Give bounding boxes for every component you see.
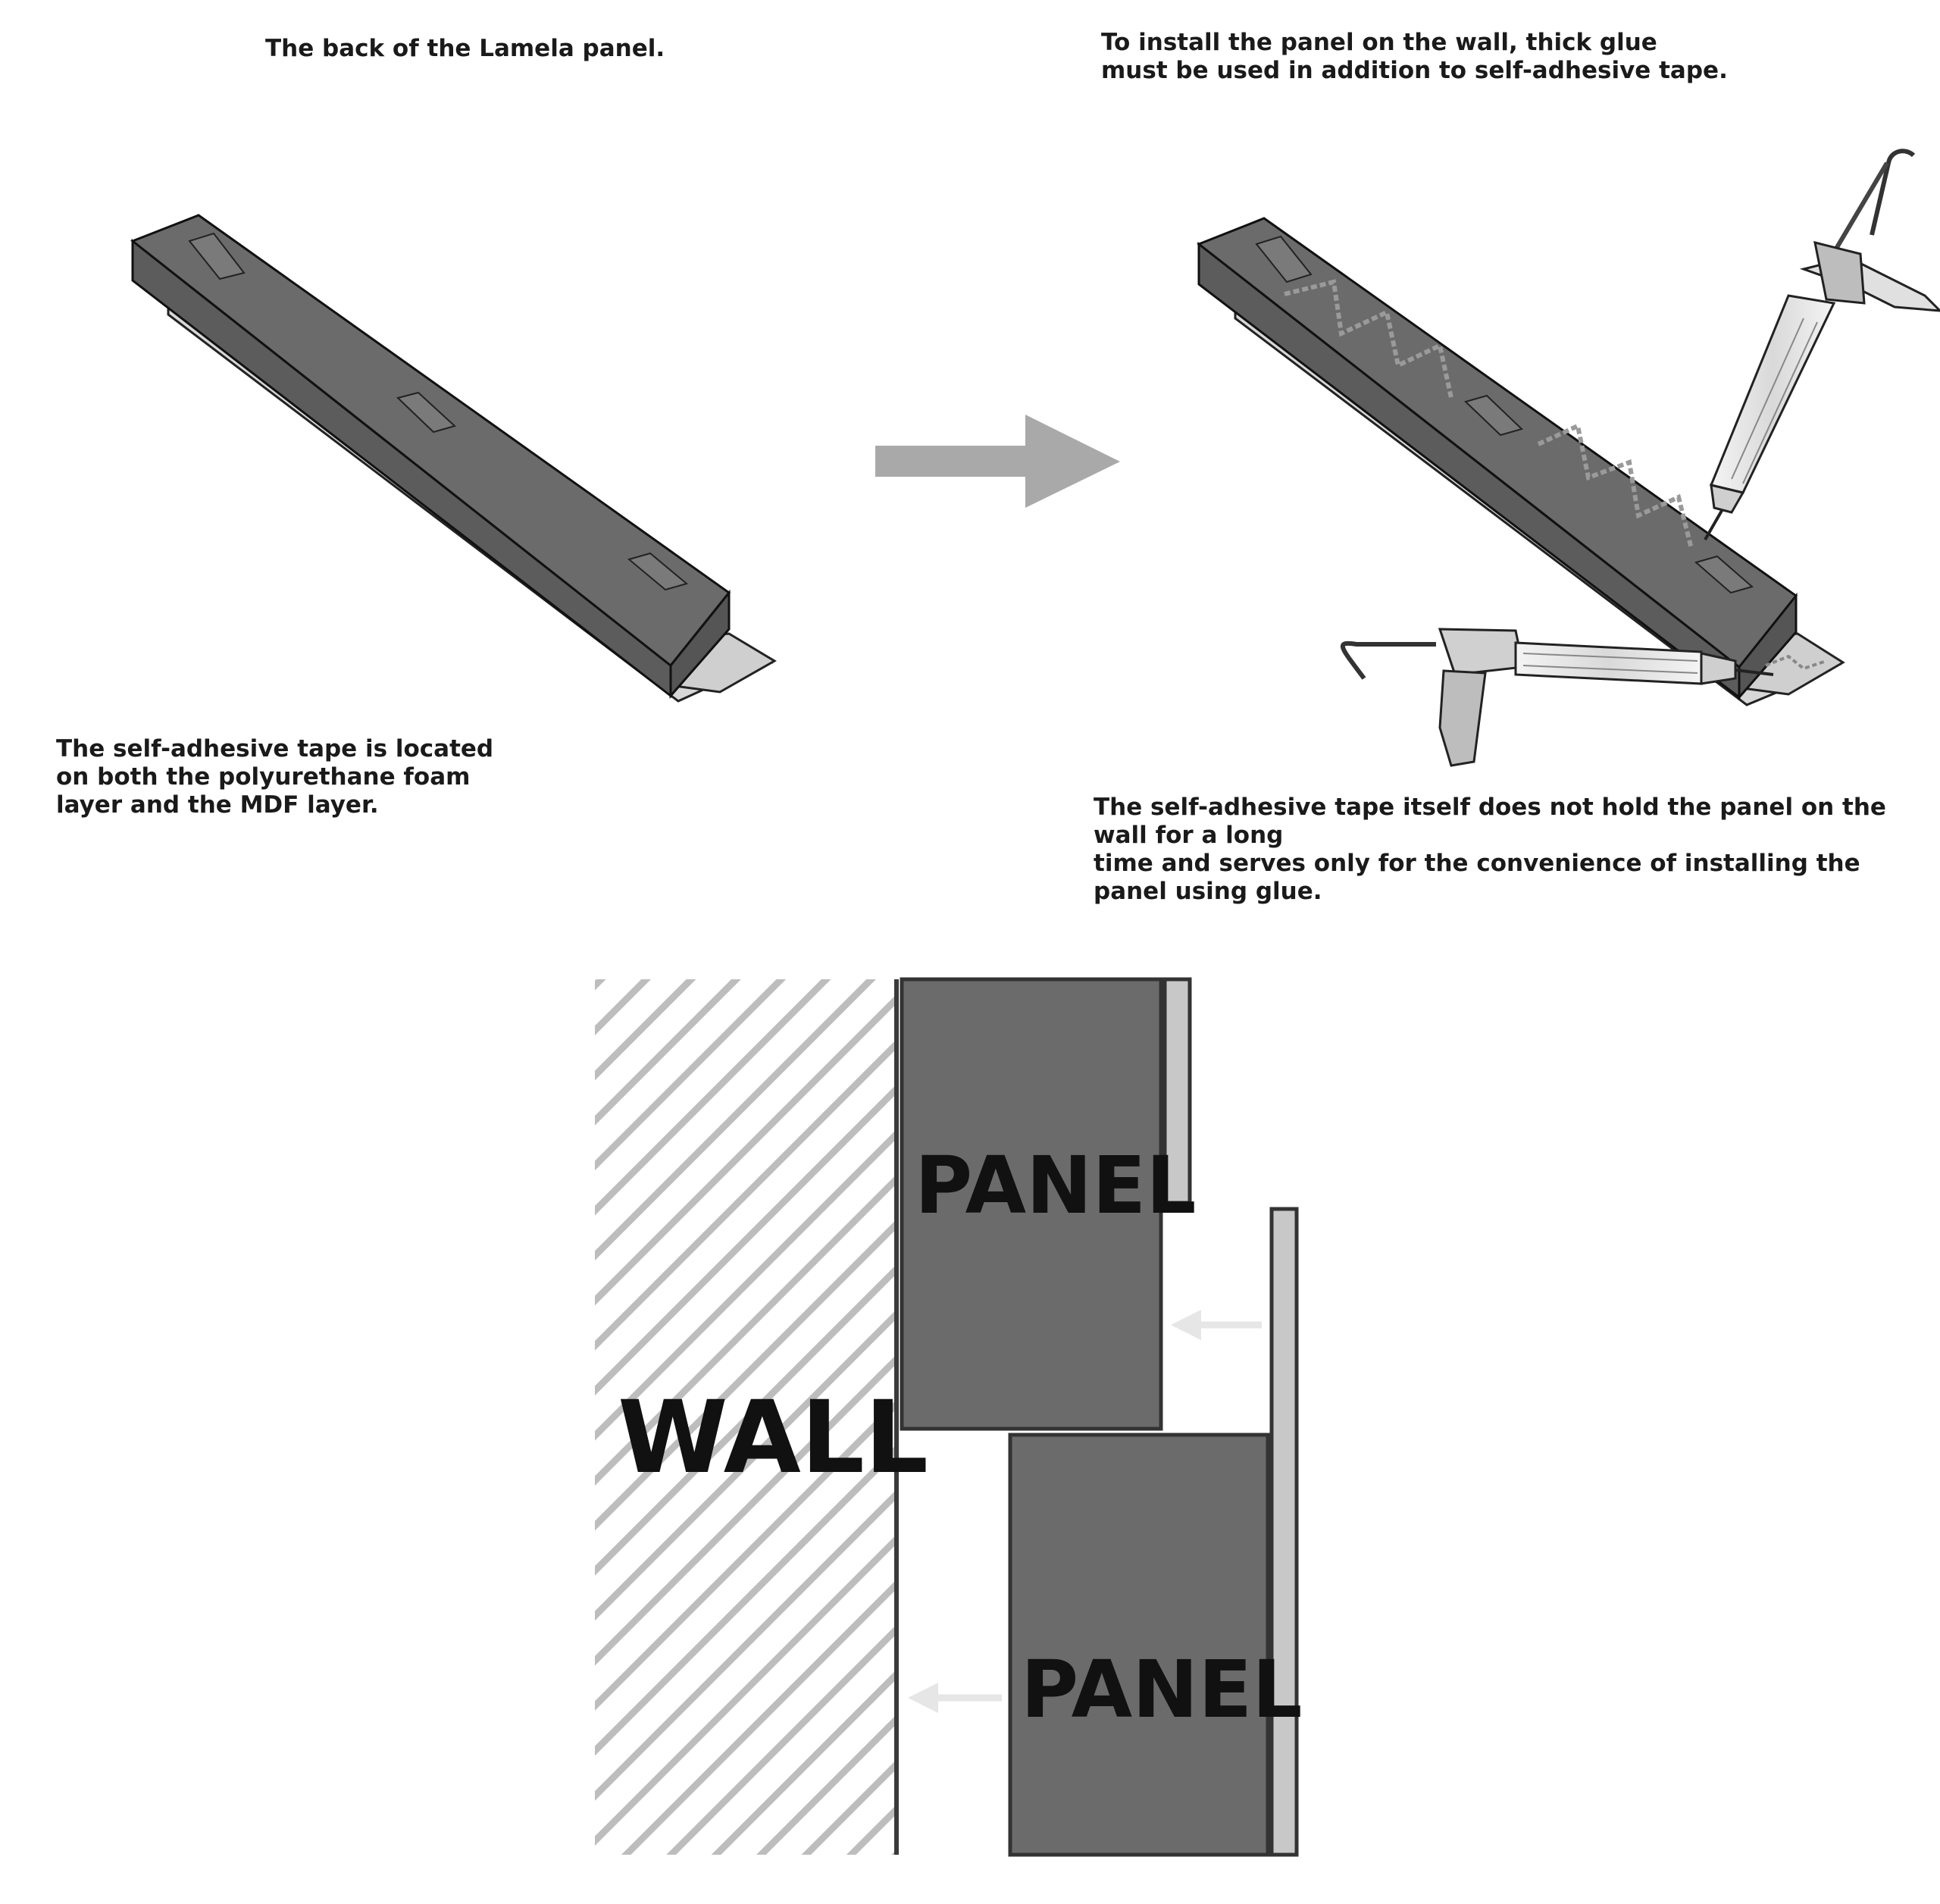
caulking-gun-icon	[1704, 149, 1940, 540]
glue-bead-zigzag	[1537, 422, 1694, 550]
tape-patch	[1255, 235, 1313, 283]
foam-top-face	[130, 214, 731, 668]
caulking-gun-icon	[1340, 628, 1774, 767]
caption-tape-note: The self-adhesive tape itself does not h…	[1094, 794, 1886, 905]
caption-tape-location: The self-adhesive tape is located on bot…	[56, 735, 494, 819]
wall-cross-section: WALL	[595, 979, 928, 1855]
left-arrow-icon	[1171, 1310, 1262, 1340]
wall-hatch	[595, 979, 896, 1855]
lower-panel-section: PANEL	[1008, 1207, 1303, 1857]
upper-panel-section: PANEL	[900, 977, 1197, 1431]
caption-back-of-panel: The back of the Lamela panel.	[265, 35, 665, 62]
tape-patch	[188, 232, 246, 280]
tape-patch	[396, 391, 456, 434]
upper-panel-body	[900, 977, 1163, 1431]
lamela-panel-glue-view	[1197, 217, 1845, 706]
tape-patch	[627, 552, 689, 591]
glue-bead-zigzag	[1284, 279, 1453, 399]
lamela-panel-back-view	[130, 214, 777, 703]
lower-panel-label: PANEL	[1021, 1643, 1303, 1736]
left-arrow-icon	[908, 1683, 1002, 1713]
foam-side-face	[131, 238, 672, 699]
lower-panel-body	[1008, 1433, 1270, 1857]
foam-end-face	[669, 589, 731, 699]
glue-bead-mdf	[1765, 654, 1827, 671]
tape-patch	[1694, 555, 1754, 594]
right-arrow-icon	[875, 415, 1120, 508]
upper-panel-mdf	[1162, 977, 1192, 1205]
caption-install-glue: To install the panel on the wall, thick …	[1101, 29, 1728, 84]
foam-top-face	[1197, 217, 1798, 669]
lower-panel-mdf	[1269, 1207, 1299, 1857]
tape-patch	[1464, 394, 1523, 437]
upper-panel-label: PANEL	[915, 1139, 1197, 1232]
wall-label: WALL	[618, 1379, 928, 1496]
